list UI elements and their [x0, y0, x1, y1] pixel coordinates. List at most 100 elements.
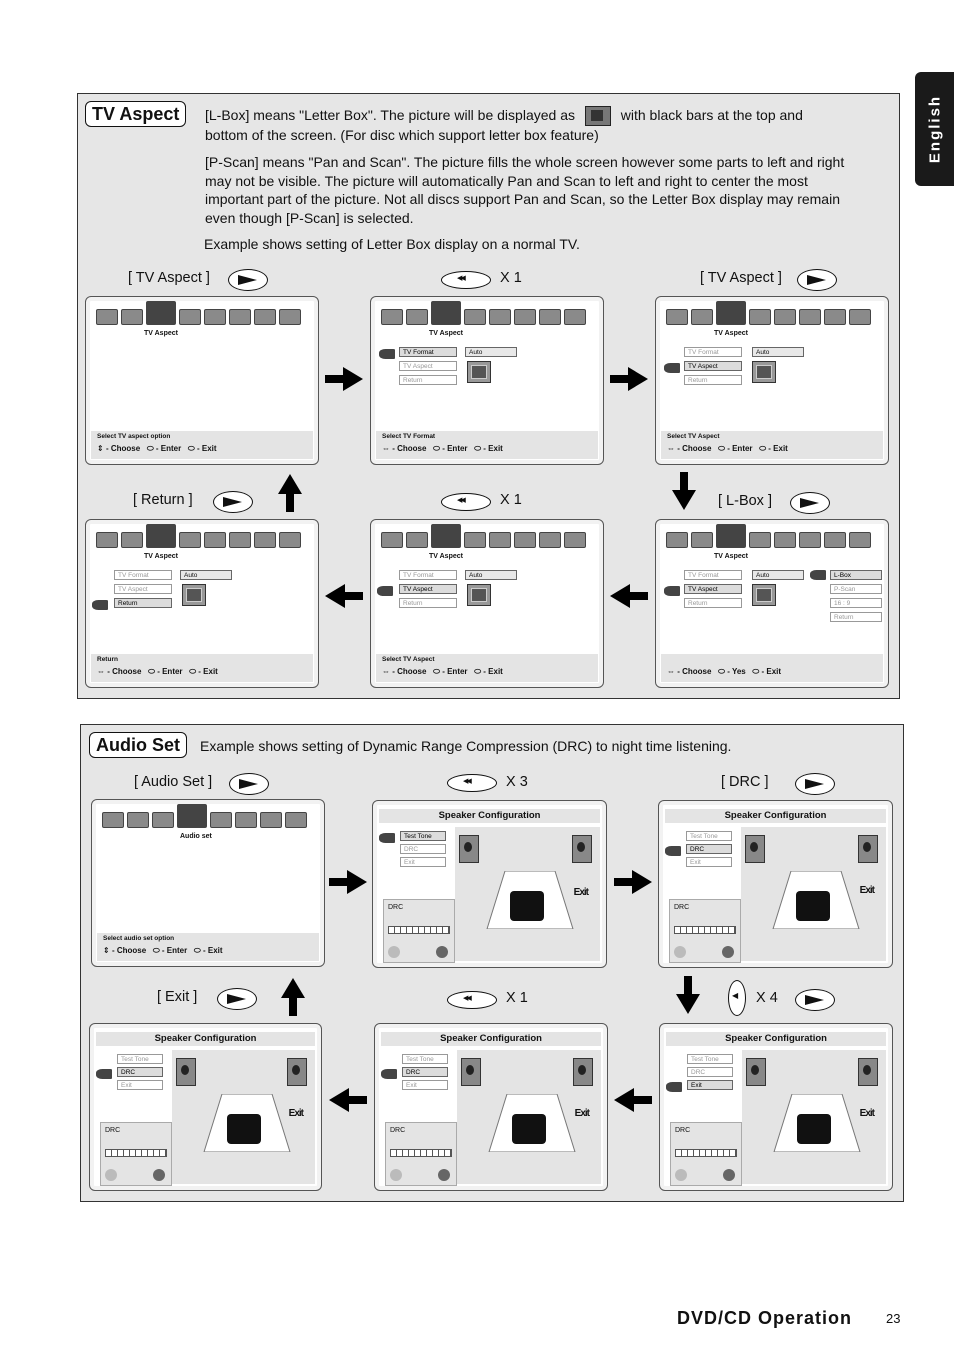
drc-label: DRC: [390, 1127, 406, 1134]
tv-screen-f: TV Aspect TV Format TV Aspect Return Aut…: [655, 519, 889, 688]
menu-drc: DRC: [400, 844, 446, 854]
speaker-icon: [459, 835, 479, 863]
speaker-icon: [745, 835, 765, 863]
drc-slider: [674, 926, 736, 934]
back-button-icon: [447, 774, 497, 792]
aspect-thumbnail-icon: [467, 584, 491, 606]
step-label-drc: [ DRC ]: [721, 774, 769, 790]
menu-drc: DRC: [687, 1067, 733, 1077]
drc-box: DRC: [669, 899, 741, 963]
hint-keys: ⇕ - Choose ⬭ - Enter ⬭ - Exit: [103, 946, 223, 955]
aspect-thumbnail-icon: [467, 361, 491, 383]
sun-icon: [438, 1169, 450, 1181]
menu-tv-aspect: TV Aspect: [684, 584, 742, 594]
hint-text: Select TV Format: [382, 433, 436, 440]
step-label-x1-c: X 1: [506, 990, 528, 1006]
hint-keys: ⇔ - Choose ⬭ - Enter ⬭ - Exit: [382, 444, 503, 453]
back-button-icon: [441, 493, 491, 511]
menu-test-tone: Test Tone: [686, 831, 732, 841]
menu-tv-format: TV Format: [114, 570, 172, 580]
step-label-return: [ Return ]: [133, 492, 193, 508]
exit-label: Exit: [859, 1108, 875, 1119]
sun-icon: [153, 1169, 165, 1181]
aspect-thumbnail-icon: [752, 584, 776, 606]
menu-return: Return: [684, 375, 742, 385]
sun-icon: [436, 946, 448, 958]
para1-part-a: [L-Box] means "Letter Box". The picture …: [205, 107, 575, 123]
right-button-icon: [797, 269, 837, 291]
arrow-left-icon: [325, 584, 363, 608]
option-pscan: P-Scan: [830, 584, 882, 594]
menu-tv-format: TV Format: [399, 347, 457, 357]
subwoofer-icon: [227, 1114, 261, 1144]
hint-keys: ⇔ - Choose ⬭ - Enter ⬭ - Exit: [667, 444, 788, 453]
para1-part-b: with black bars at the top and: [620, 107, 803, 123]
speaker-screen-f: Speaker Configuration Test Tone DRC Exit…: [659, 1023, 893, 1191]
pointer-hand-icon: [665, 846, 681, 856]
hint-keys: ⇔ - Choose ⬭ - Enter ⬭ - Exit: [97, 667, 218, 676]
arrow-down-icon: [672, 472, 696, 510]
moon-icon: [675, 1169, 687, 1181]
page-number: 23: [886, 1311, 901, 1326]
hint-keys: ⇔ - Choose ⬭ - Yes ⬭ - Exit: [667, 667, 782, 676]
value-auto: Auto: [752, 570, 804, 580]
back-button-icon: [447, 991, 497, 1009]
menu-tv-aspect: TV Aspect: [684, 361, 742, 371]
menu-test-tone: Test Tone: [402, 1054, 448, 1064]
tv-screen-c: TV Aspect TV Format TV Aspect Return Aut…: [655, 296, 889, 465]
screen-title: TV Aspect: [429, 553, 463, 560]
option-16-9: 16 : 9: [830, 598, 882, 608]
right-button-icon: [228, 269, 268, 291]
menu-exit: Exit: [687, 1080, 733, 1090]
pointer-hand-icon: [664, 363, 680, 373]
menu-tv-aspect: TV Aspect: [114, 584, 172, 594]
step-label-x1-a: X 1: [500, 270, 522, 286]
right-button-icon: [213, 491, 253, 513]
step-label-tv-aspect-2: [ TV Aspect ]: [700, 270, 782, 286]
setup-icons: [96, 301, 301, 325]
option-return: Return: [830, 612, 882, 622]
menu-return: Return: [684, 598, 742, 608]
moon-icon: [674, 946, 686, 958]
right-button-icon: [790, 492, 830, 514]
speaker-diagram: Exit: [455, 827, 600, 961]
speaker-icon: [573, 1058, 593, 1086]
subwoofer-icon: [797, 1114, 831, 1144]
drc-slider: [388, 926, 450, 934]
menu-drc: DRC: [402, 1067, 448, 1077]
screen-title: TV Aspect: [144, 330, 178, 337]
speaker-icon: [287, 1058, 307, 1086]
menu-tv-format: TV Format: [684, 347, 742, 357]
drc-slider: [675, 1149, 737, 1157]
arrow-up-icon: [281, 978, 305, 1016]
menu-tv-aspect: TV Aspect: [399, 361, 457, 371]
arrow-down-icon: [676, 976, 700, 1014]
value-auto: Auto: [465, 347, 517, 357]
speaker-screen-d: Speaker Configuration Test Tone DRC Exit…: [89, 1023, 322, 1191]
aspect-thumbnail-icon: [752, 361, 776, 383]
moon-icon: [105, 1169, 117, 1181]
language-tab-label: English: [926, 94, 943, 164]
tv-screen-a: TV Aspect Select TV aspect option ⇕ - Ch…: [85, 296, 319, 465]
speaker-config-title: Speaker Configuration: [666, 1032, 886, 1046]
speaker-icon: [572, 835, 592, 863]
back-button-icon: [441, 271, 491, 289]
speaker-config-title: Speaker Configuration: [96, 1032, 315, 1046]
menu-test-tone: Test Tone: [117, 1054, 163, 1064]
screen-title: TV Aspect: [714, 330, 748, 337]
pointer-hand-icon: [381, 1069, 397, 1079]
speaker-config-title: Speaker Configuration: [379, 809, 600, 823]
menu-tv-format: TV Format: [399, 570, 457, 580]
hint-text: Return: [97, 656, 118, 663]
pointer-hand-icon: [377, 586, 393, 596]
screen-title: TV Aspect: [714, 553, 748, 560]
tv-screen-d: TV Aspect TV Format TV Aspect Return Aut…: [85, 519, 319, 688]
moon-icon: [388, 946, 400, 958]
step-label-x4: X 4: [756, 990, 778, 1006]
hint-text: Select audio set option: [103, 935, 175, 942]
drc-label: DRC: [674, 904, 690, 911]
arrow-right-icon: [325, 367, 363, 391]
audio-set-example: Example shows setting of Dynamic Range C…: [200, 738, 732, 754]
hint-text: Select TV Aspect: [382, 656, 435, 663]
drc-label: DRC: [105, 1127, 121, 1134]
